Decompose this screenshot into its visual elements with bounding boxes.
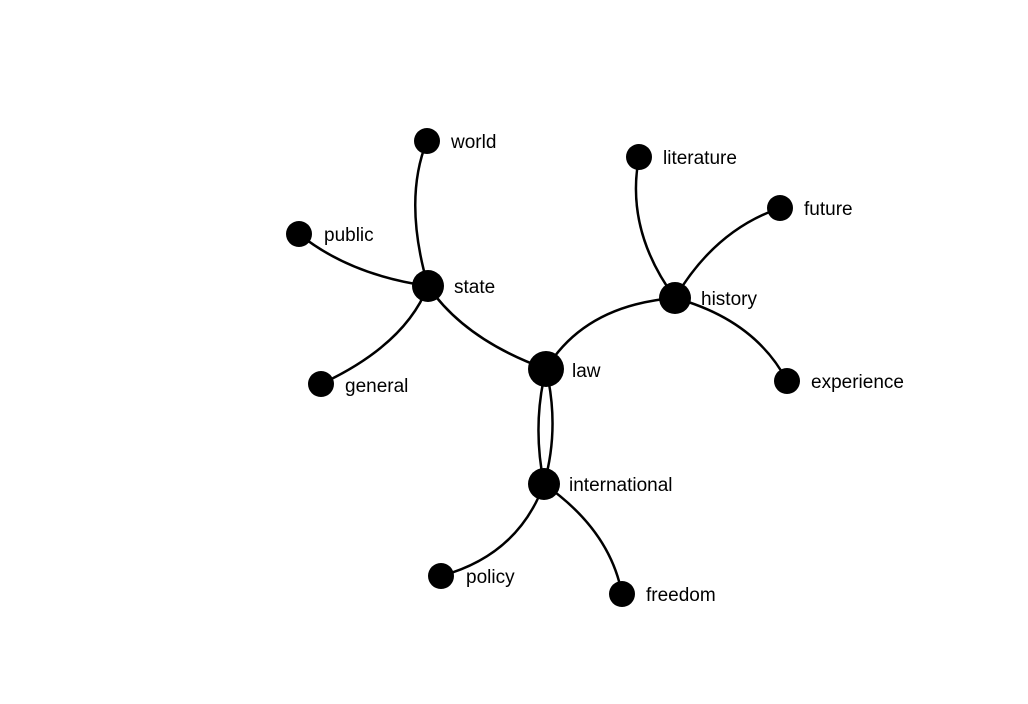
node-label-history: history <box>701 289 757 310</box>
node-label-literature: literature <box>663 148 737 169</box>
node-label-general: general <box>345 376 408 397</box>
edge-state-general <box>320 285 430 386</box>
edge-international-freedom <box>543 482 624 595</box>
labels-layer: law state history international world public g… <box>324 132 904 606</box>
edge-state-world <box>414 140 430 287</box>
edge-history-future <box>673 206 781 299</box>
node-label-freedom: freedom <box>646 585 716 606</box>
edge-history-literature <box>634 156 677 299</box>
node-general <box>308 371 334 397</box>
node-label-future: future <box>804 199 853 220</box>
edge-law-state <box>426 285 547 371</box>
node-law <box>528 351 564 387</box>
node-policy <box>428 563 454 589</box>
edge-history-experience <box>674 296 789 382</box>
node-future <box>767 195 793 221</box>
node-label-public: public <box>324 225 374 246</box>
node-label-experience: experience <box>811 372 904 393</box>
edge-law-history <box>544 296 676 370</box>
node-label-world: world <box>450 132 496 153</box>
node-literature <box>626 144 652 170</box>
node-public <box>286 221 312 247</box>
edge-state-public <box>298 233 429 288</box>
node-history <box>659 282 691 314</box>
edge-international-policy <box>440 483 546 578</box>
node-label-law: law <box>572 361 601 382</box>
node-label-international: international <box>569 475 673 496</box>
node-state <box>412 270 444 302</box>
node-label-policy: policy <box>466 567 515 588</box>
node-international <box>528 468 560 500</box>
node-label-state: state <box>454 277 495 298</box>
node-world <box>414 128 440 154</box>
nodes-layer <box>286 128 800 607</box>
node-freedom <box>609 581 635 607</box>
node-experience <box>774 368 800 394</box>
